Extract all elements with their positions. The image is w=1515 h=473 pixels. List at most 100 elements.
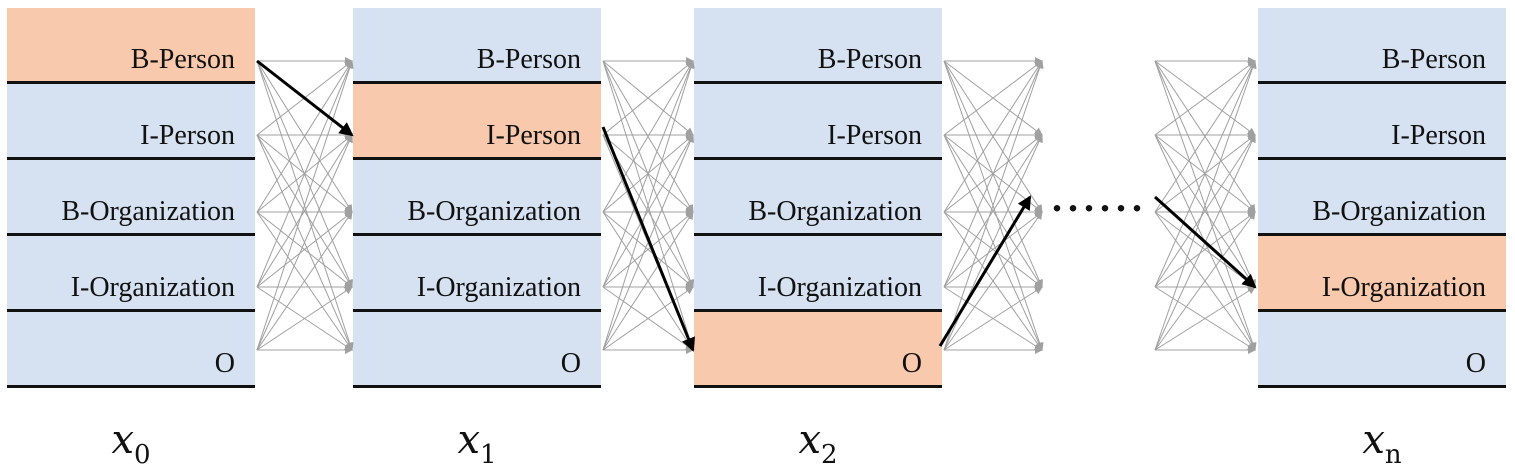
transition-line xyxy=(943,211,1043,351)
cell-b-person: B-Person xyxy=(694,8,942,84)
cell-label: B-Organization xyxy=(61,196,235,227)
cell-label: I-Person xyxy=(827,120,922,151)
transition-line xyxy=(1154,60,1256,288)
transition-line xyxy=(943,134,1043,213)
transition-line xyxy=(256,134,353,213)
transition-line xyxy=(1154,211,1256,351)
transition-line xyxy=(943,60,1043,136)
transition-line xyxy=(1154,134,1256,288)
cell-label: I-Person xyxy=(486,120,581,151)
path-arrow xyxy=(1153,195,1257,289)
transition-line xyxy=(602,60,694,213)
transition-line xyxy=(256,60,353,136)
transition-line xyxy=(943,60,1043,288)
var-name: x xyxy=(1362,417,1385,463)
transition-line xyxy=(602,60,695,288)
var-subscript: 2 xyxy=(821,440,838,470)
transition-line xyxy=(602,134,694,213)
cell-i-organization: I-Organization xyxy=(1258,236,1506,312)
cell-i-person: I-Person xyxy=(353,84,601,160)
column-x1: B-Person I-Person B-Organization I-Organ… xyxy=(353,8,601,388)
cell-label: B-Organization xyxy=(407,196,581,227)
transition-line xyxy=(1154,60,1256,136)
cell-label: O xyxy=(214,348,235,379)
cell-b-organization: B-Organization xyxy=(694,160,942,236)
cell-b-organization: B-Organization xyxy=(1258,160,1506,236)
transition-line xyxy=(1154,134,1256,351)
transition-line xyxy=(602,60,695,288)
transition-line xyxy=(256,286,353,351)
var-name: x xyxy=(111,417,134,463)
transition-line xyxy=(943,60,1044,351)
transition-line xyxy=(256,60,353,136)
transition-line xyxy=(256,134,353,351)
cell-label: B-Person xyxy=(130,44,235,75)
transition-line xyxy=(1154,60,1257,351)
cell-label: I-Person xyxy=(1391,120,1486,151)
transition-line xyxy=(1154,134,1256,213)
transition-line xyxy=(1154,60,1256,213)
transition-line xyxy=(256,60,354,351)
cell-label: B-Person xyxy=(817,44,922,75)
transition-line xyxy=(1154,60,1256,288)
transition-line xyxy=(1154,286,1256,351)
transition-line xyxy=(943,134,1043,213)
transition-line xyxy=(943,134,1043,351)
column-label-x0: x0 xyxy=(7,420,255,468)
transition-line xyxy=(943,60,1044,351)
transition-line xyxy=(602,60,694,136)
cell-i-organization: I-Organization xyxy=(7,236,255,312)
cell-label: I-Organization xyxy=(757,272,922,303)
transition-line xyxy=(1154,211,1256,288)
transition-line xyxy=(602,60,695,351)
transition-line xyxy=(256,60,353,213)
transition-line xyxy=(256,60,353,288)
transition-line xyxy=(1154,134,1256,351)
transition-line xyxy=(1154,134,1256,288)
transition-line xyxy=(943,211,1043,288)
transition-line xyxy=(1154,134,1256,213)
cell-o: O xyxy=(694,312,942,388)
path-arrow xyxy=(601,126,696,352)
transition-line xyxy=(943,134,1043,351)
transition-line xyxy=(602,134,694,213)
transition-line xyxy=(943,286,1043,351)
var-subscript: 0 xyxy=(134,440,151,470)
transition-line xyxy=(602,286,694,351)
column-x2: B-Person I-Person B-Organization I-Organ… xyxy=(694,8,942,388)
cell-o: O xyxy=(1258,312,1506,388)
cell-label: B-Organization xyxy=(1312,196,1486,227)
cell-label: O xyxy=(1465,348,1486,379)
cell-o: O xyxy=(7,312,255,388)
transition-line xyxy=(602,211,694,351)
cell-label: O xyxy=(901,348,922,379)
cell-label: B-Person xyxy=(1381,44,1486,75)
cell-label: B-Person xyxy=(476,44,581,75)
transition-line xyxy=(1154,286,1256,351)
transition-line xyxy=(256,60,353,288)
transition-line xyxy=(1154,211,1256,351)
cell-label: I-Organization xyxy=(70,272,235,303)
cell-b-organization: B-Organization xyxy=(7,160,255,236)
transition-line xyxy=(602,286,694,351)
cell-label: I-Organization xyxy=(1321,272,1486,303)
transition-line xyxy=(943,134,1043,288)
cell-i-person: I-Person xyxy=(7,84,255,160)
cell-i-person: I-Person xyxy=(694,84,942,160)
transition-line xyxy=(1154,211,1256,288)
transition-line xyxy=(256,134,353,288)
cell-b-person: B-Person xyxy=(353,8,601,84)
transition-line xyxy=(943,60,1043,136)
transition-line xyxy=(602,211,694,288)
transition-line xyxy=(256,211,353,288)
cell-label: O xyxy=(560,348,581,379)
transition-line xyxy=(256,286,353,351)
transition-line xyxy=(943,211,1043,288)
column-label-x1: x1 xyxy=(353,420,601,468)
cell-i-organization: I-Organization xyxy=(694,236,942,312)
path-arrow xyxy=(938,195,1032,347)
transition-line xyxy=(256,134,353,288)
transition-line xyxy=(256,211,353,351)
transition-line xyxy=(943,60,1043,213)
